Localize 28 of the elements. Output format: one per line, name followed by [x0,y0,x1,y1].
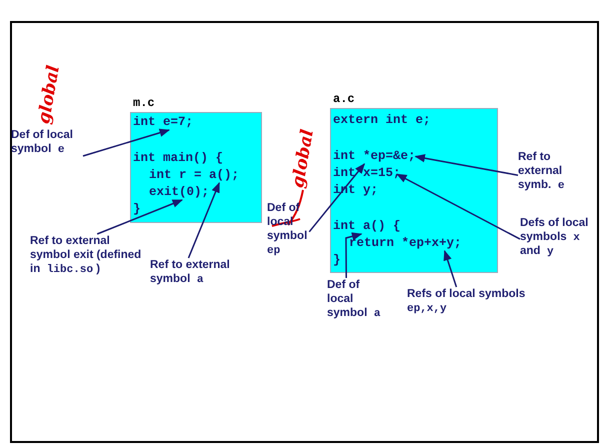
arrow [308,163,366,232]
annotation: Ref to external symbol a [150,258,260,286]
file-name: a.c [333,92,355,106]
arrow [345,232,362,278]
annotation: Def of local symbol a [327,278,382,320]
annotation: Refs of local symbols ep,x,y [407,287,537,315]
code-line: int main() { [133,151,224,166]
code-line: int x=15; [333,166,401,181]
code-line: } [333,253,341,268]
handwritten-note: global [288,128,318,190]
code-line: extern int e; [333,113,431,128]
annotation: Defs of local symbols x and y [520,216,595,258]
arrow [96,199,183,235]
file-name: m.c [133,96,155,110]
code-line: int e=7; [133,115,194,130]
arrow [82,128,170,157]
code-line: exit(0); [149,185,210,200]
code-line: return *ep+x+y; [349,236,462,251]
code-line: int *ep=&e; [333,149,416,164]
arrow [188,182,220,258]
annotation: Ref to external symb. e [518,150,580,192]
arrow [414,154,518,176]
arrow [396,174,520,240]
handwritten-note: global [34,64,64,126]
annotation: Ref to external symbol exit (defined in libc.so ) [30,234,142,276]
code-line: int a() { [333,219,401,234]
code-line: } [133,202,141,217]
code-line: int r = a(); [149,168,240,183]
